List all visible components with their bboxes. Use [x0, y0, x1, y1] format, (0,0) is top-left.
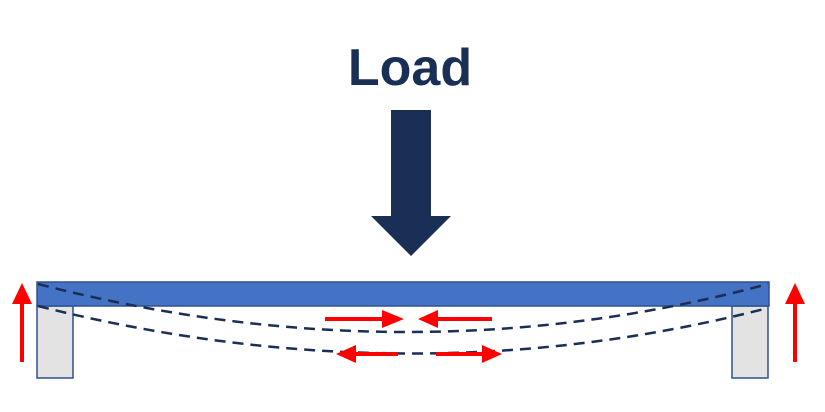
left-reaction-arrow	[12, 283, 32, 362]
deflection-curve-top	[37, 282, 769, 334]
left-support	[36, 305, 74, 379]
tension-arrow-right	[436, 345, 502, 363]
beam	[36, 281, 770, 307]
load-arrow	[371, 110, 451, 256]
load-label: Load	[347, 39, 473, 97]
compression-arrow-left	[325, 310, 404, 328]
tension-arrow-left	[336, 345, 398, 363]
load-arrow-shaft	[391, 110, 431, 218]
right-support	[731, 305, 769, 379]
load-arrow-head	[371, 216, 451, 256]
right-reaction-arrow	[785, 283, 805, 362]
compression-arrow-right	[418, 310, 492, 328]
deflection-curve-bottom	[37, 304, 769, 355]
